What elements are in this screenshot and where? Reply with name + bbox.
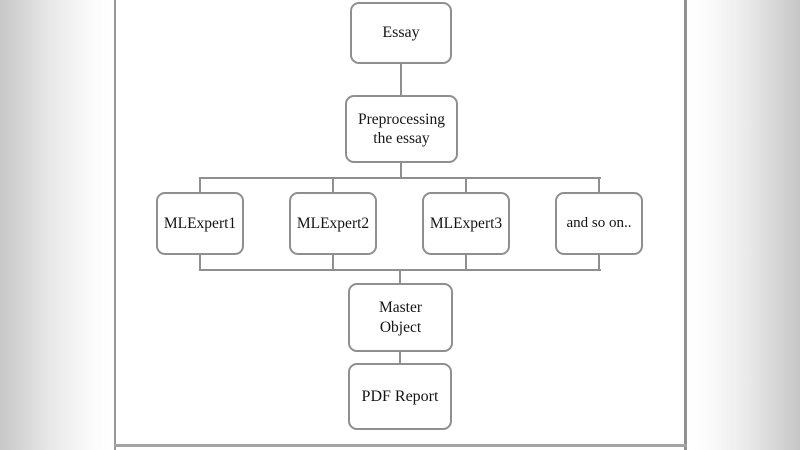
connector-drop-mlexpert2 bbox=[332, 179, 334, 192]
connector-master-pdf bbox=[399, 352, 401, 363]
connector-join-mlexpert1 bbox=[199, 255, 201, 271]
connector-join-master-object bbox=[399, 271, 401, 283]
flowchart-node-mlexpert1: MLExpert1 bbox=[156, 192, 244, 255]
connector-join-and-so-on bbox=[598, 255, 600, 271]
left-margin-shade bbox=[0, 0, 114, 450]
page-bottom-edge bbox=[114, 444, 687, 447]
flowchart-node-master-object: Master Object bbox=[348, 283, 453, 352]
connector-branch-horizontal-top bbox=[199, 177, 601, 179]
connector-preprocessing-branch bbox=[400, 162, 402, 179]
flowchart-node-mlexpert3: MLExpert3 bbox=[422, 192, 510, 255]
connector-drop-and-so-on bbox=[598, 179, 600, 192]
flowchart-node-preprocessing: Preprocessing the essay bbox=[345, 95, 458, 163]
flowchart-node-pdf-report: PDF Report bbox=[348, 363, 452, 430]
page-left-edge bbox=[114, 0, 116, 450]
flowchart-node-mlexpert2: MLExpert2 bbox=[289, 192, 377, 255]
connector-drop-mlexpert3 bbox=[465, 179, 467, 192]
connector-drop-mlexpert1 bbox=[199, 179, 201, 192]
page-right-edge bbox=[684, 0, 687, 450]
flowchart-node-essay: Essay bbox=[350, 2, 452, 64]
connector-essay-preprocessing bbox=[400, 63, 402, 96]
flowchart-node-and-so-on: and so on.. bbox=[555, 192, 643, 255]
connector-join-mlexpert2 bbox=[332, 255, 334, 271]
connector-join-horizontal-bottom bbox=[199, 269, 601, 271]
connector-join-mlexpert3 bbox=[465, 255, 467, 271]
right-margin-shade bbox=[687, 0, 800, 450]
